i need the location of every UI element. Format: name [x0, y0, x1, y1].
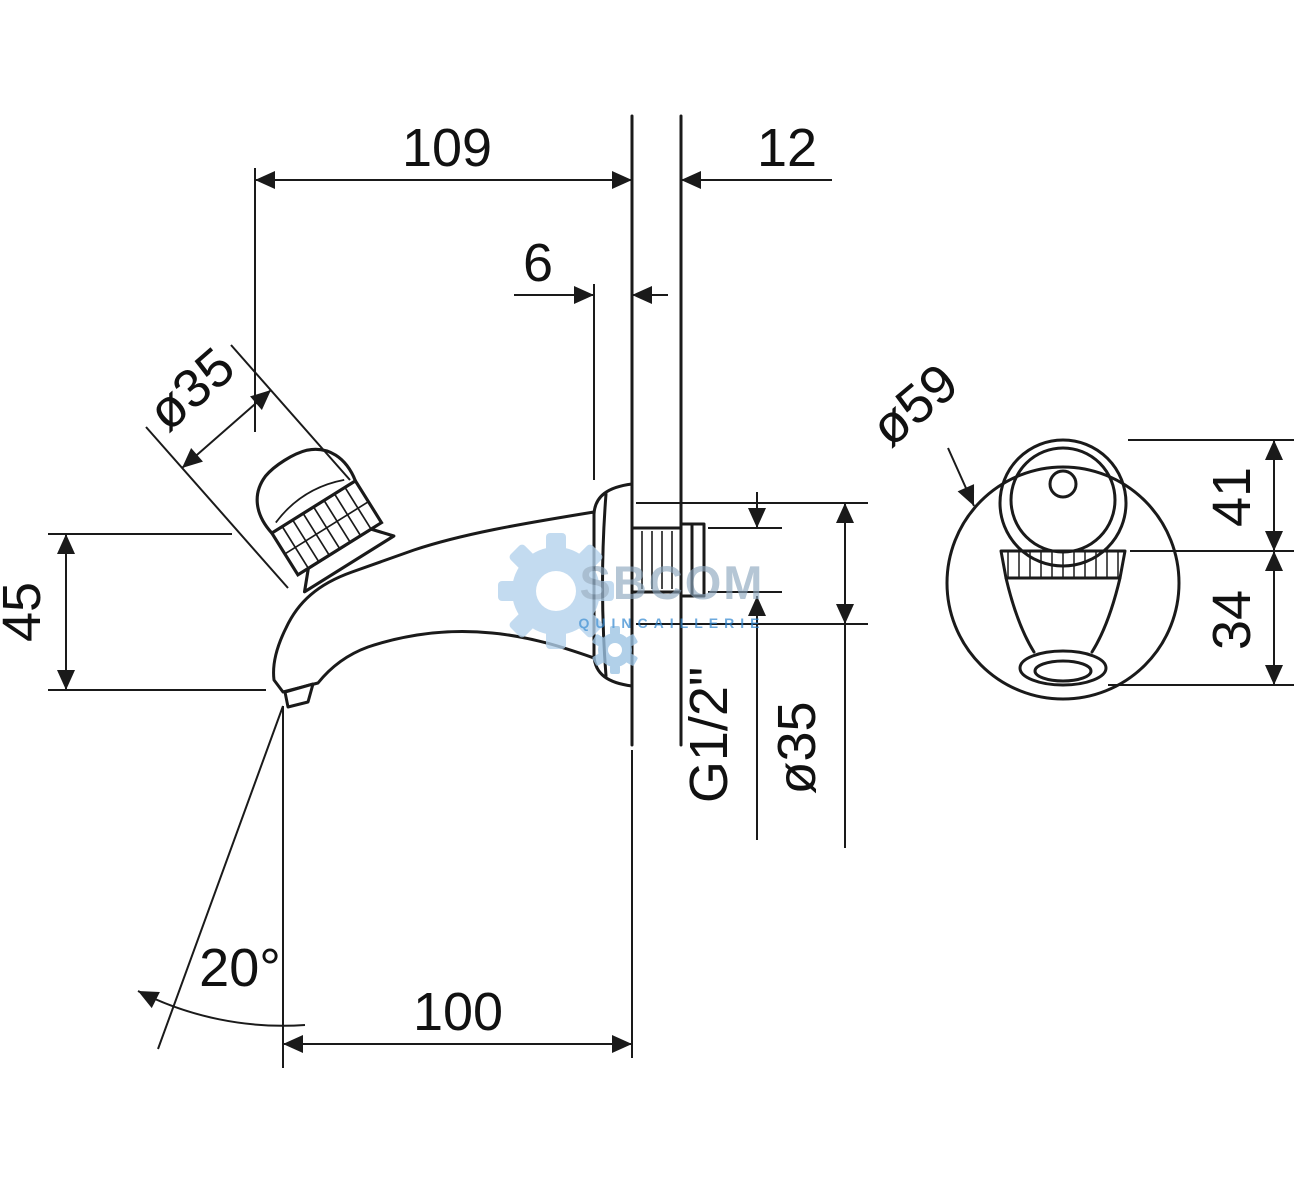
dim-41-label: 41 — [1202, 467, 1262, 527]
wall — [630, 114, 683, 747]
dim-34-label: 34 — [1202, 590, 1262, 650]
dim-front-diameter: ø59 — [860, 352, 975, 507]
dim-thread-label: G1/2" — [679, 667, 739, 803]
dim-100: 100 — [283, 750, 633, 1058]
dim-thread: G1/2" — [679, 492, 782, 840]
watermark: SBCOM QUINCAILLERIE — [498, 533, 766, 674]
dim-109-label: 109 — [402, 118, 492, 178]
front-spout-outlet — [1018, 649, 1108, 687]
front-button-dot — [1048, 469, 1078, 499]
dim-12: 12 — [681, 118, 832, 189]
spout-aerator — [283, 682, 315, 709]
knurl-lines — [281, 486, 372, 569]
knob-dome — [255, 447, 357, 535]
front-view — [945, 438, 1181, 701]
dim-6: 6 — [514, 233, 668, 480]
dim-45-label: 45 — [0, 582, 52, 642]
watermark-brand-text: SBCOM — [580, 556, 765, 609]
gear-icon — [498, 533, 614, 649]
dim-109: 109 — [254, 118, 632, 432]
watermark-tagline-text: QUINCAILLERIE — [579, 615, 766, 631]
dim-body-diameter-label: ø35 — [767, 701, 827, 794]
push-button-knob — [255, 447, 396, 594]
small-gear-icon — [592, 626, 638, 674]
front-knurl-lines — [1007, 551, 1119, 578]
dim-100-label: 100 — [413, 982, 503, 1042]
dim-41-34: 41 34 — [1108, 439, 1294, 686]
dim-45: 45 — [0, 533, 266, 691]
dim-angle-label: 20° — [199, 938, 281, 998]
dim-6-label: 6 — [523, 233, 553, 293]
dim-body-diameter: ø35 — [636, 502, 868, 848]
side-view — [255, 114, 706, 747]
dim-12-label: 12 — [757, 118, 817, 178]
front-knob-circle — [998, 438, 1128, 568]
dim-angle-20: 20° — [137, 705, 306, 1068]
dim-front-diameter-label: ø59 — [860, 352, 970, 458]
flange-circle — [945, 465, 1181, 701]
